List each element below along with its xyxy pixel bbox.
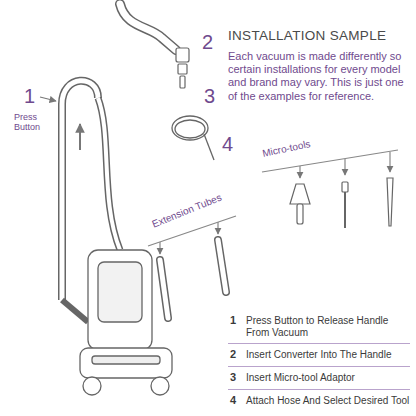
step-number: 1 [230,314,236,327]
extension-tubes [160,240,226,318]
step-text: Insert Converter Into The Handle [246,349,410,361]
list-separators [228,344,410,390]
callout-number: 4 [222,132,233,156]
callout-number: 3 [204,84,215,108]
micro-tools [290,178,393,228]
separator [228,389,410,390]
callout-number: 1 [24,84,35,108]
converter [176,48,189,88]
step-number: 3 [230,371,236,384]
lift-arrow [79,124,81,150]
step-text: Attach Hose And Select Desired Tool [246,395,410,407]
step-number: 4 [230,394,236,407]
separator [228,366,410,367]
micro-hose [172,116,214,160]
callout-label: Press Button [14,112,56,133]
callout-number: 2 [202,30,213,54]
vacuum [62,81,172,395]
step-text: Insert Micro-tool Adaptor [246,372,410,384]
separator [228,343,410,344]
title: INSTALLATION SAMPLE [228,28,386,44]
group-label: Micro-tools [261,138,311,160]
step-text: Press Button to Release Handle From Vacu… [246,315,410,339]
pointer-arrow [40,97,56,101]
hose-handle [120,4,176,50]
step-number: 2 [230,348,236,361]
note: Each vacuum is made differently so certa… [228,50,410,103]
